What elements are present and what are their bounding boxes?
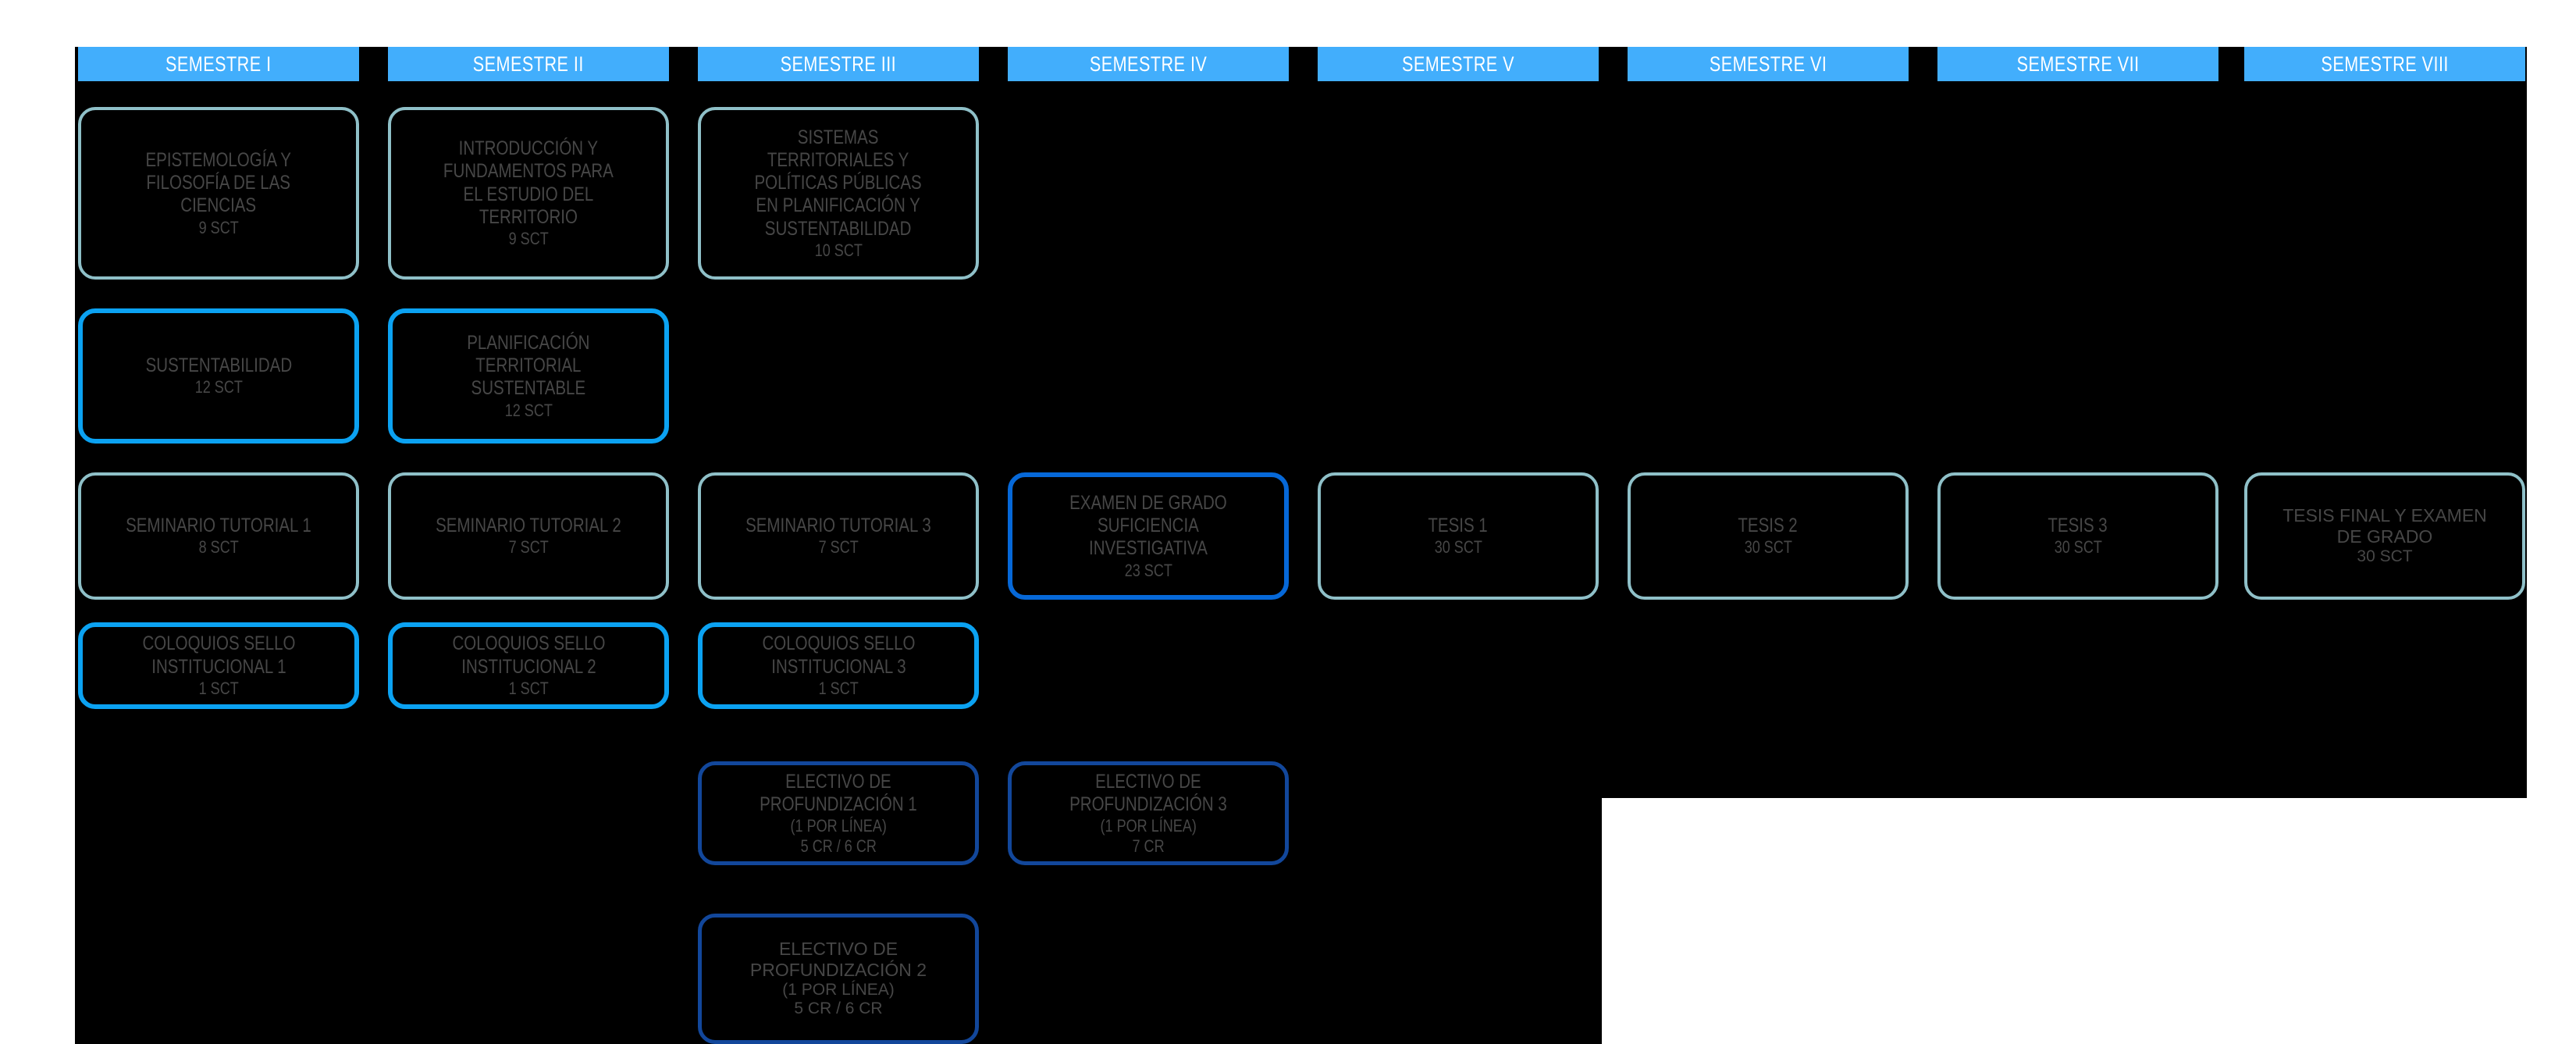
- course-card-electivo-profundizacion-2[interactable]: ELECTIVO DE PROFUNDIZACIÓN 2(1 POR LÍNEA…: [698, 914, 979, 1044]
- semester-header-5[interactable]: SEMESTRE V: [1318, 47, 1599, 81]
- course-credits: 1 SCT: [508, 678, 549, 698]
- course-card-introduccion-fundamentos[interactable]: INTRODUCCIÓN Y FUNDAMENTOS PARA EL ESTUD…: [388, 107, 669, 280]
- course-credits: 30 SCT: [1434, 537, 1482, 558]
- course-credits: 23 SCT: [1124, 560, 1172, 580]
- course-title: EXAMEN DE GRADO SUFICIENCIA INVESTIGATIV…: [1069, 491, 1227, 560]
- semester-header-label: SEMESTRE II: [472, 52, 585, 76]
- course-title: SEMINARIO TUTORIAL 2: [436, 515, 621, 536]
- semester-header-label: SEMESTRE V: [1401, 52, 1515, 76]
- semester-header-3[interactable]: SEMESTRE III: [698, 47, 979, 81]
- semester-header-label: SEMESTRE III: [780, 52, 897, 76]
- course-title: ELECTIVO DE PROFUNDIZACIÓN 1: [760, 770, 917, 815]
- semester-header-label: SEMESTRE VII: [2016, 52, 2140, 76]
- course-title: SUSTENTABILIDAD: [145, 355, 292, 376]
- course-credits: 7 SCT: [818, 537, 859, 558]
- semester-header-4[interactable]: SEMESTRE IV: [1008, 47, 1289, 81]
- course-credits: 5 CR / 6 CR: [800, 836, 877, 856]
- course-title: PLANIFICACIÓN TERRITORIAL SUSTENTABLE: [467, 331, 590, 400]
- course-title: ELECTIVO DE PROFUNDIZACIÓN 2: [749, 939, 927, 980]
- course-title: INTRODUCCIÓN Y FUNDAMENTOS PARA EL ESTUD…: [443, 137, 614, 228]
- course-card-electivo-profundizacion-3[interactable]: ELECTIVO DE PROFUNDIZACIÓN 3(1 POR LÍNEA…: [1008, 761, 1289, 865]
- course-card-epistemologia[interactable]: EPISTEMOLOGÍA Y FILOSOFÍA DE LAS CIENCIA…: [78, 107, 359, 280]
- semester-header-8[interactable]: SEMESTRE VIII: [2244, 47, 2525, 81]
- course-credits: 7 SCT: [508, 537, 549, 558]
- course-credits: 9 SCT: [508, 229, 549, 249]
- semester-header-label: SEMESTRE VI: [1709, 52, 1827, 76]
- course-title: EPISTEMOLOGÍA Y FILOSOFÍA DE LAS CIENCIA…: [145, 148, 292, 217]
- course-credits: 12 SCT: [194, 377, 243, 397]
- course-title: SEMINARIO TUTORIAL 3: [745, 515, 931, 536]
- course-title: COLOQUIOS SELLO INSTITUCIONAL 1: [142, 632, 295, 678]
- course-credits: 9 SCT: [198, 217, 239, 237]
- course-title: TESIS 1: [1428, 515, 1489, 536]
- course-title: TESIS FINAL Y EXAMEN DE GRADO: [2282, 505, 2487, 547]
- semester-header-7[interactable]: SEMESTRE VII: [1937, 47, 2218, 81]
- semester-header-label: SEMESTRE VIII: [2321, 52, 2449, 76]
- course-credits: 30 SCT: [1744, 537, 1792, 558]
- semester-header-2[interactable]: SEMESTRE II: [388, 47, 669, 81]
- course-card-electivo-profundizacion-1[interactable]: ELECTIVO DE PROFUNDIZACIÓN 1(1 POR LÍNEA…: [698, 761, 979, 865]
- course-subtitle: (1 POR LÍNEA): [782, 980, 895, 999]
- semester-header-1[interactable]: SEMESTRE I: [78, 47, 359, 81]
- course-credits: 30 SCT: [2357, 547, 2413, 566]
- course-title: ELECTIVO DE PROFUNDIZACIÓN 3: [1069, 770, 1227, 815]
- course-card-examen-grado-suficiencia[interactable]: EXAMEN DE GRADO SUFICIENCIA INVESTIGATIV…: [1008, 472, 1289, 600]
- course-credits: 1 SCT: [198, 678, 239, 698]
- semester-header-label: SEMESTRE IV: [1089, 52, 1208, 76]
- course-title: SISTEMAS TERRITORIALES Y POLÍTICAS PÚBLI…: [754, 126, 923, 240]
- course-credits: 30 SCT: [2054, 537, 2102, 558]
- course-card-sistemas-territoriales[interactable]: SISTEMAS TERRITORIALES Y POLÍTICAS PÚBLI…: [698, 107, 979, 280]
- course-credits: 7 CR: [1132, 836, 1165, 856]
- course-title: TESIS 2: [1738, 515, 1799, 536]
- course-title: COLOQUIOS SELLO INSTITUCIONAL 3: [762, 632, 915, 678]
- course-credits: 1 SCT: [818, 678, 859, 698]
- course-credits: 5 CR / 6 CR: [794, 999, 883, 1018]
- course-title: SEMINARIO TUTORIAL 1: [126, 515, 311, 536]
- course-title: TESIS 3: [2048, 515, 2108, 536]
- course-credits: 10 SCT: [814, 240, 863, 260]
- course-credits: 12 SCT: [504, 400, 553, 420]
- course-title: COLOQUIOS SELLO INSTITUCIONAL 2: [452, 632, 605, 678]
- course-subtitle: (1 POR LÍNEA): [790, 816, 887, 836]
- course-credits: 8 SCT: [198, 537, 239, 558]
- semester-header-label: SEMESTRE I: [165, 52, 272, 76]
- semester-header-6[interactable]: SEMESTRE VI: [1628, 47, 1909, 81]
- course-subtitle: (1 POR LÍNEA): [1100, 816, 1197, 836]
